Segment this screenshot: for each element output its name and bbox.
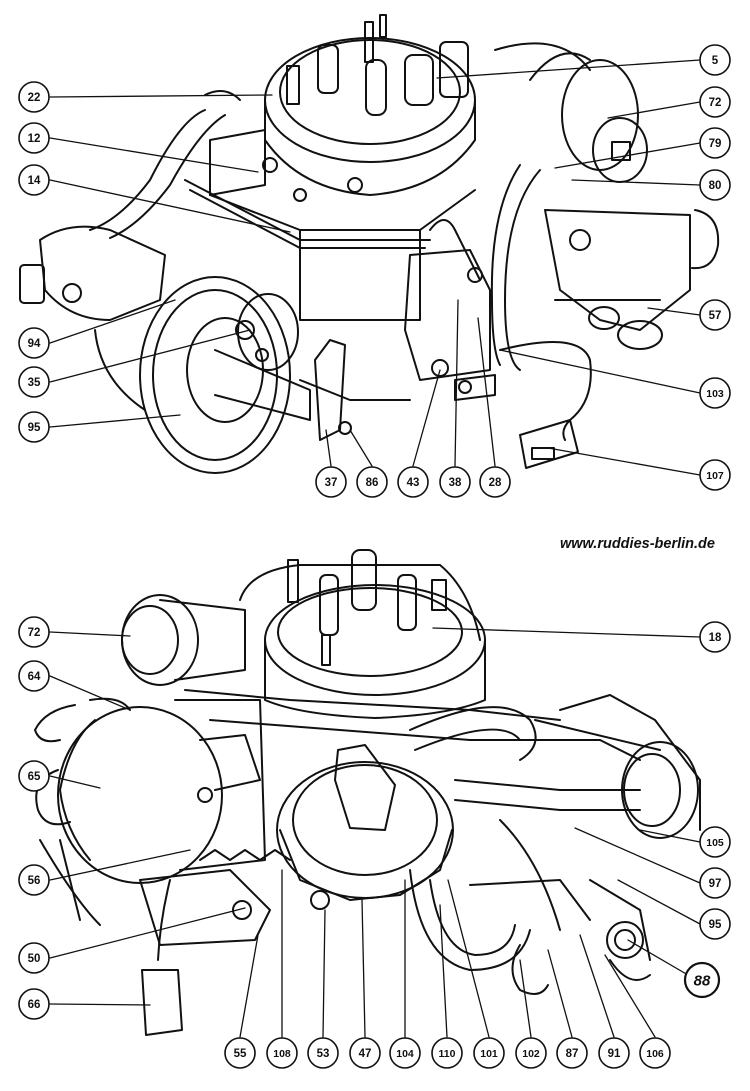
callout-circle (479, 466, 511, 498)
callout-circle (699, 826, 731, 858)
callout-number-91: 91 (608, 1048, 621, 1060)
callout-circle (699, 86, 731, 118)
callout-number-79: 79 (709, 138, 722, 150)
callout-number-94: 94 (28, 338, 41, 350)
callout-number-47: 47 (359, 1048, 372, 1060)
callout-number-110: 110 (439, 1048, 456, 1060)
callout-circle (439, 466, 471, 498)
callout-number-28: 28 (489, 477, 502, 489)
callout-number-107: 107 (706, 470, 724, 482)
callout-circle (266, 1037, 298, 1069)
callout-circle (515, 1037, 547, 1069)
callout-circle (473, 1037, 505, 1069)
top-carburetor-drawing (19, 14, 720, 474)
callout-circle (397, 466, 429, 498)
callout-circle (699, 299, 731, 331)
callout-number-50: 50 (28, 953, 41, 965)
callout-number-105: 105 (706, 837, 724, 849)
callout-number-80: 80 (709, 180, 722, 192)
callout-number-22: 22 (28, 92, 41, 104)
callout-number-106: 106 (646, 1048, 664, 1060)
callout-circle (18, 122, 50, 154)
callout-circle (639, 1037, 671, 1069)
callout-circle (699, 867, 731, 899)
callout-circle (699, 908, 731, 940)
callout-circle (598, 1037, 630, 1069)
callout-number-95: 95 (709, 919, 722, 931)
callout-number-43: 43 (407, 477, 420, 489)
callout-circle (18, 81, 50, 113)
callout-circle (699, 169, 731, 201)
callout-circle (699, 44, 731, 76)
callout-number-102: 102 (522, 1048, 540, 1060)
callout-number-104: 104 (396, 1048, 414, 1060)
callout-number-65: 65 (28, 771, 41, 783)
callout-number-72: 72 (28, 627, 41, 639)
callout-number-53: 53 (317, 1048, 330, 1060)
callout-number-57: 57 (709, 310, 722, 322)
callout-number-64: 64 (28, 671, 41, 683)
callout-circle (556, 1037, 588, 1069)
callout-number-18: 18 (709, 632, 722, 644)
callout-circle (315, 466, 347, 498)
callout-number-87: 87 (566, 1048, 579, 1060)
callout-number-101: 101 (480, 1048, 498, 1060)
callout-number-12: 12 (28, 133, 41, 145)
callout-circle (18, 616, 50, 648)
callout-circle (18, 864, 50, 896)
callout-circle (18, 411, 50, 443)
callout-number-95: 95 (28, 422, 41, 434)
callout-circle (18, 942, 50, 974)
callout-number-5: 5 (712, 55, 719, 67)
callout-number-72: 72 (709, 97, 722, 109)
callout-labels: 5 22 72 12 79 14 80 57 94 35 103 95 37 86 43 38 28 107 72 1… (18, 44, 731, 1069)
callout-number-14: 14 (28, 175, 41, 187)
callout-circle (307, 1037, 339, 1069)
callout-circle (18, 660, 50, 692)
callout-circle (18, 988, 50, 1020)
callout-number-97: 97 (709, 878, 722, 890)
callout-number-37: 37 (325, 477, 338, 489)
callout-circle (683, 961, 721, 999)
callout-circle (18, 327, 50, 359)
callout-circle (431, 1037, 463, 1069)
leader-lines (49, 59, 701, 1038)
callout-circle (349, 1037, 381, 1069)
callout-number-103: 103 (706, 388, 724, 400)
callout-number-88: 88 (694, 973, 711, 990)
callout-number-66: 66 (28, 999, 41, 1011)
callout-number-108: 108 (273, 1048, 291, 1060)
callout-circle (18, 760, 50, 792)
callout-circle (18, 164, 50, 196)
callout-circle (356, 466, 388, 498)
callout-number-35: 35 (28, 377, 41, 389)
callout-number-55: 55 (234, 1048, 247, 1060)
callout-circle (699, 459, 731, 491)
website-url: www.ruddies-berlin.de (560, 536, 715, 552)
callout-circle (699, 621, 731, 653)
callout-number-56: 56 (28, 875, 41, 887)
callout-circle (389, 1037, 421, 1069)
callout-circle (699, 377, 731, 409)
callout-circle (699, 127, 731, 159)
callout-number-86: 86 (366, 477, 379, 489)
callout-number-38: 38 (449, 477, 462, 489)
callout-circle (18, 366, 50, 398)
callout-circle (224, 1037, 256, 1069)
bottom-carburetor-drawing (34, 549, 701, 1036)
